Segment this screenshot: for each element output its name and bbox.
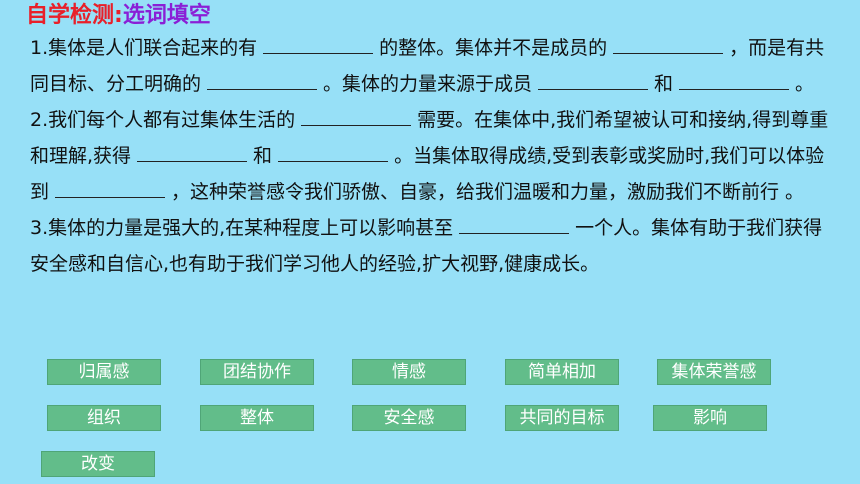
answer-blank-7[interactable] xyxy=(137,141,248,162)
title-prefix: 自学检测: xyxy=(26,3,123,28)
word-button-zhengti[interactable]: 整体 xyxy=(200,405,314,431)
word-button-zuzhi[interactable]: 组织 xyxy=(47,405,161,431)
text-segment: 2.我们每个人都有过集体生活的 xyxy=(30,109,296,131)
paragraph-3: 3.集体的力量是强大的,在某种程度上可以影响甚至一个人。集体有助于我们获得安全感… xyxy=(30,210,830,282)
answer-blank-5[interactable] xyxy=(679,69,790,90)
text-segment: ，而是有共同目标、分工明确的 xyxy=(30,37,825,95)
answer-blank-4[interactable] xyxy=(538,69,649,90)
text-segment: 一个人。集体有助于我们获得安全感和自信心,也有助于我们学习他人的经验,扩大视野,… xyxy=(30,217,823,275)
answer-blank-10[interactable] xyxy=(459,213,570,234)
word-button-qinggan[interactable]: 情感 xyxy=(352,359,466,385)
text-segment: 。 xyxy=(795,73,815,95)
text-segment: 需要。在集体中,我们希望被认可和接纳,得到尊重和理解,获得 xyxy=(30,109,829,167)
word-button-jiandanxiangjia[interactable]: 简单相加 xyxy=(505,359,619,385)
answer-blank-9[interactable] xyxy=(55,177,166,198)
page-title: 自学检测:选词填空 xyxy=(26,2,211,30)
word-button-anquangan[interactable]: 安全感 xyxy=(352,405,466,431)
answer-blank-8[interactable] xyxy=(278,141,389,162)
word-button-gongtongdemubiao[interactable]: 共同的目标 xyxy=(505,405,619,431)
paragraph-1: 1.集体是人们联合起来的有 的整体。集体并不是成员的，而是有共同目标、分工明确的。… xyxy=(30,30,830,102)
text-segment: 1.集体是人们联合起来的有 xyxy=(30,37,258,59)
text-segment: 。当集体取得成绩,受到表彰或奖励时,我们可以体验到 xyxy=(30,145,825,203)
answer-blank-2[interactable] xyxy=(613,33,724,54)
exercise-text: 1.集体是人们联合起来的有 的整体。集体并不是成员的，而是有共同目标、分工明确的。… xyxy=(30,30,830,282)
paragraph-2: 2.我们每个人都有过集体生活的需要。在集体中,我们希望被认可和接纳,得到尊重和理… xyxy=(30,102,830,210)
text-segment: 的整体。集体并不是成员的 xyxy=(379,37,608,59)
word-button-guishugan[interactable]: 归属感 xyxy=(47,359,161,385)
word-button-jitirongyugan[interactable]: 集体荣誉感 xyxy=(657,359,771,385)
word-button-tuanjiexiezuo[interactable]: 团结协作 xyxy=(200,359,314,385)
text-segment: 。集体的力量来源于成员 xyxy=(323,73,533,95)
answer-blank-3[interactable] xyxy=(207,69,318,90)
text-segment: 3.集体的力量是强大的,在某种程度上可以影响甚至 xyxy=(30,217,454,239)
word-button-yingxiang[interactable]: 影响 xyxy=(653,405,767,431)
answer-blank-6[interactable] xyxy=(301,105,412,126)
text-segment: 和 xyxy=(654,73,674,95)
text-segment: ，这种荣誉感令我们骄傲、自豪，给我们温暖和力量，激励我们不断前行 。 xyxy=(171,181,805,203)
word-button-gaibian[interactable]: 改变 xyxy=(41,451,155,477)
text-segment: 和 xyxy=(253,145,273,167)
answer-blank-1[interactable] xyxy=(263,33,374,54)
title-main: 选词填空 xyxy=(122,3,211,28)
